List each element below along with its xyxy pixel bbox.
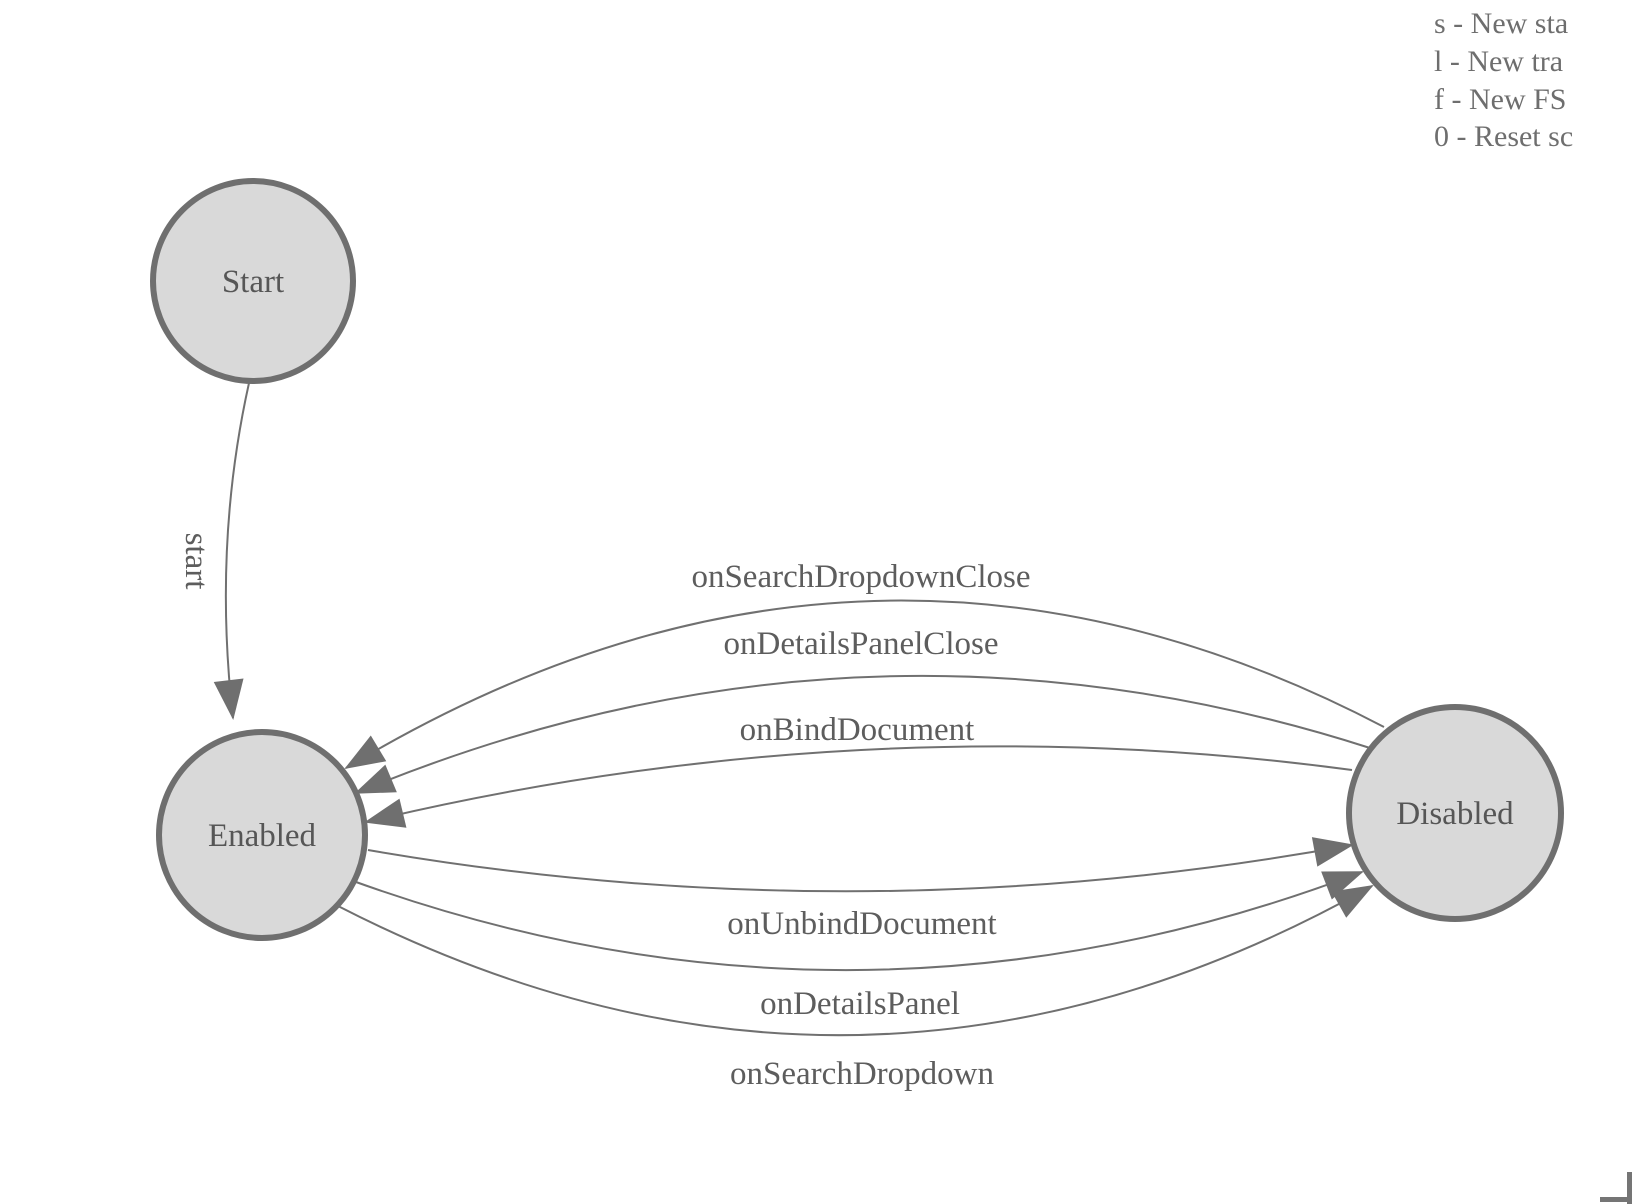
state-label-start: Start xyxy=(222,264,284,300)
canvas-border-corner-vertical xyxy=(1627,1172,1632,1204)
transition-ondetailspanelclose[interactable]: onDetailsPanelClose xyxy=(354,626,1371,794)
state-node-start[interactable]: Start xyxy=(150,178,356,384)
state-label-disabled: Disabled xyxy=(1396,796,1514,832)
transition-onbinddocument-label: onBindDocument xyxy=(740,712,975,748)
transition-ondetailspanel[interactable]: onDetailsPanel xyxy=(355,871,1364,1022)
legend-line-new-fsm: f - New FS xyxy=(1434,83,1567,116)
transition-start-edge[interactable] xyxy=(213,382,250,720)
transition-start[interactable]: start xyxy=(178,382,250,720)
transition-onbinddocument-edge[interactable] xyxy=(364,745,1353,828)
state-circle-disabled[interactable] xyxy=(1346,704,1564,922)
transition-onsearchdropdownclose-edge[interactable] xyxy=(344,599,1385,770)
transition-onsearchdropdown[interactable]: onSearchDropdown xyxy=(337,885,1374,1092)
shortcut-legend: s - New sta l - New tra f - New FS 0 - R… xyxy=(1434,7,1573,153)
canvas-border-corner-horizontal xyxy=(1600,1197,1632,1202)
state-node-enabled[interactable]: Enabled xyxy=(156,729,368,941)
state-circle-start[interactable] xyxy=(150,178,356,384)
transition-onsearchdropdown-edge[interactable] xyxy=(337,885,1374,1037)
transition-onsearchdropdown-label: onSearchDropdown xyxy=(730,1056,994,1092)
transition-onunbinddocument-edge[interactable] xyxy=(367,837,1354,893)
transition-onunbinddocument[interactable]: onUnbindDocument xyxy=(367,837,1354,942)
transition-ondetailspanelclose-edge[interactable] xyxy=(354,674,1371,794)
transition-ondetailspanel-label: onDetailsPanel xyxy=(760,986,960,1022)
state-label-enabled: Enabled xyxy=(208,818,317,854)
legend-line-new-state: s - New sta xyxy=(1434,7,1568,40)
state-node-disabled[interactable]: Disabled xyxy=(1346,704,1564,922)
transition-ondetailspanel-edge[interactable] xyxy=(355,871,1364,972)
transition-onunbinddocument-label: onUnbindDocument xyxy=(727,906,996,942)
legend-line-reset: 0 - Reset sc xyxy=(1434,120,1573,153)
transition-onsearchdropdownclose[interactable]: onSearchDropdownClose xyxy=(344,559,1385,770)
state-circle-enabled[interactable] xyxy=(156,729,368,941)
transition-start-label: start xyxy=(178,533,214,590)
canvas-border-corner xyxy=(1600,1172,1632,1204)
transition-onsearchdropdownclose-label: onSearchDropdownClose xyxy=(691,559,1030,595)
legend-line-new-transition: l - New tra xyxy=(1434,45,1563,78)
transition-ondetailspanelclose-label: onDetailsPanelClose xyxy=(724,626,999,662)
transition-onbinddocument[interactable]: onBindDocument xyxy=(364,712,1353,828)
